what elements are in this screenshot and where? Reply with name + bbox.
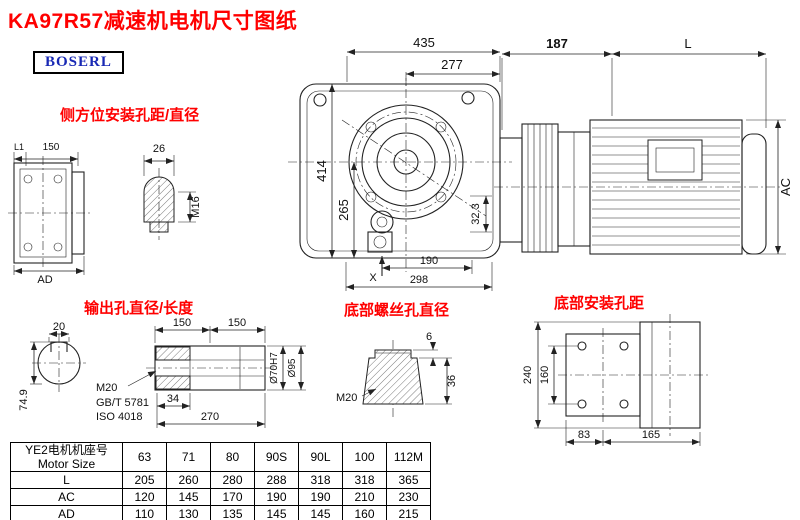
dim-hole-spacing: 160 — [539, 366, 551, 384]
bottom-screw-drawing: 6 36 M20 — [336, 331, 458, 418]
table-cell: 120 — [122, 488, 167, 506]
table-cell: 318 — [342, 471, 387, 489]
dim-foot-width: 190 — [420, 255, 438, 267]
dim-motor-length: L — [684, 36, 691, 51]
dim-screw-length: 36 — [446, 375, 458, 387]
table-cell: 145 — [254, 505, 299, 520]
table-col-header: 71 — [166, 442, 211, 472]
dim-shaft-standard-1: GB/T 5781 — [96, 397, 149, 409]
table-cell: 190 — [254, 488, 299, 506]
dim-key-depth: 74.9 — [18, 389, 30, 410]
table-cell: 205 — [122, 471, 167, 489]
dim-shaft-length-1: 150 — [173, 317, 191, 329]
side-plug-drawing: 26 M16 — [143, 143, 202, 240]
table-cell: 110 — [122, 505, 167, 520]
table-cell: 170 — [210, 488, 255, 506]
dim-hole-pitch: 165 — [642, 429, 660, 441]
dim-base-width: 298 — [410, 274, 428, 286]
table-col-header: 63 — [122, 442, 167, 472]
brand-logo: BOSERL — [33, 51, 124, 74]
table-col-header: 112M — [386, 442, 431, 472]
side-view-drawing: L1 150 AD — [8, 142, 90, 286]
table-cell: 210 — [342, 488, 387, 506]
table-cell: 145 — [298, 505, 343, 520]
dim-shaft-total: 270 — [201, 411, 219, 423]
dim-main-width: 435 — [413, 35, 435, 50]
table-col-header: 80 — [210, 442, 255, 472]
table-cell: 190 — [298, 488, 343, 506]
dim-screw-thread: M20 — [336, 392, 357, 404]
label-bottom-mount: 底部安装孔距 — [554, 295, 645, 312]
dim-screw-step: 6 — [426, 331, 432, 343]
table-cell: 318 — [298, 471, 343, 489]
table-col-header: 90S — [254, 442, 299, 472]
main-view-drawing: 435 277 414 — [288, 35, 512, 291]
label-side-mount-holes: 侧方位安装孔距/直径 — [60, 107, 200, 124]
page-title: KA97R57减速机电机尺寸图纸 — [8, 10, 298, 33]
dim-key-width: 20 — [53, 321, 65, 333]
output-shaft-drawing: 20 74.9 150 150 34 2 — [18, 317, 306, 428]
dim-center-height: 265 — [336, 199, 351, 221]
dim-base-height: 240 — [522, 366, 534, 384]
dim-shaft-step: 34 — [167, 393, 179, 405]
table-cell: 365 — [386, 471, 431, 489]
dim-plug-width: 26 — [153, 143, 165, 155]
table-row-label: L — [10, 471, 123, 489]
table-cell: 160 — [342, 505, 387, 520]
table-cell: 288 — [254, 471, 299, 489]
dim-hole-offset: 83 — [578, 429, 590, 441]
dim-side-ad: AD — [37, 274, 52, 286]
dim-main-inner-width: 277 — [441, 57, 463, 72]
dim-shaft-length-2: 150 — [228, 317, 246, 329]
dim-shaft-thread: M20 — [96, 382, 117, 394]
table-row-label: AD — [10, 505, 123, 520]
dim-side-l1: L1 — [14, 142, 24, 152]
dim-shaft-standard-2: ISO 4018 — [96, 411, 142, 423]
dim-shaft-diameter: Ø70H7 — [269, 352, 280, 384]
table-cell: 215 — [386, 505, 431, 520]
table-cell: 145 — [166, 488, 211, 506]
label-bottom-screw: 底部螺丝孔直径 — [344, 302, 450, 319]
dim-side-width: 150 — [43, 142, 60, 153]
dim-plug-thread: M16 — [190, 196, 202, 217]
table-col-header: 100 — [342, 442, 387, 472]
dim-main-height: 414 — [314, 160, 329, 182]
table-cell: 130 — [166, 505, 211, 520]
table-col-header: 90L — [298, 442, 343, 472]
dim-motor-diameter: AC — [778, 178, 793, 196]
table-cell: 260 — [166, 471, 211, 489]
label-output-hole: 输出孔直径/长度 — [84, 300, 194, 317]
table-cell: 280 — [210, 471, 255, 489]
dim-offset-32-3: 32.3 — [470, 203, 482, 224]
table-cell: 135 — [210, 505, 255, 520]
bottom-view-drawing: 240 160 83 165 — [522, 314, 708, 446]
table-cell: 230 — [386, 488, 431, 506]
dim-x-mark: X — [369, 272, 377, 284]
table-row-label: AC — [10, 488, 123, 506]
dim-shaft-diameter-2: Ø95 — [287, 358, 298, 377]
dim-adapter-length: 187 — [546, 36, 568, 51]
motor-view-drawing: 187 L AC — [494, 36, 793, 255]
